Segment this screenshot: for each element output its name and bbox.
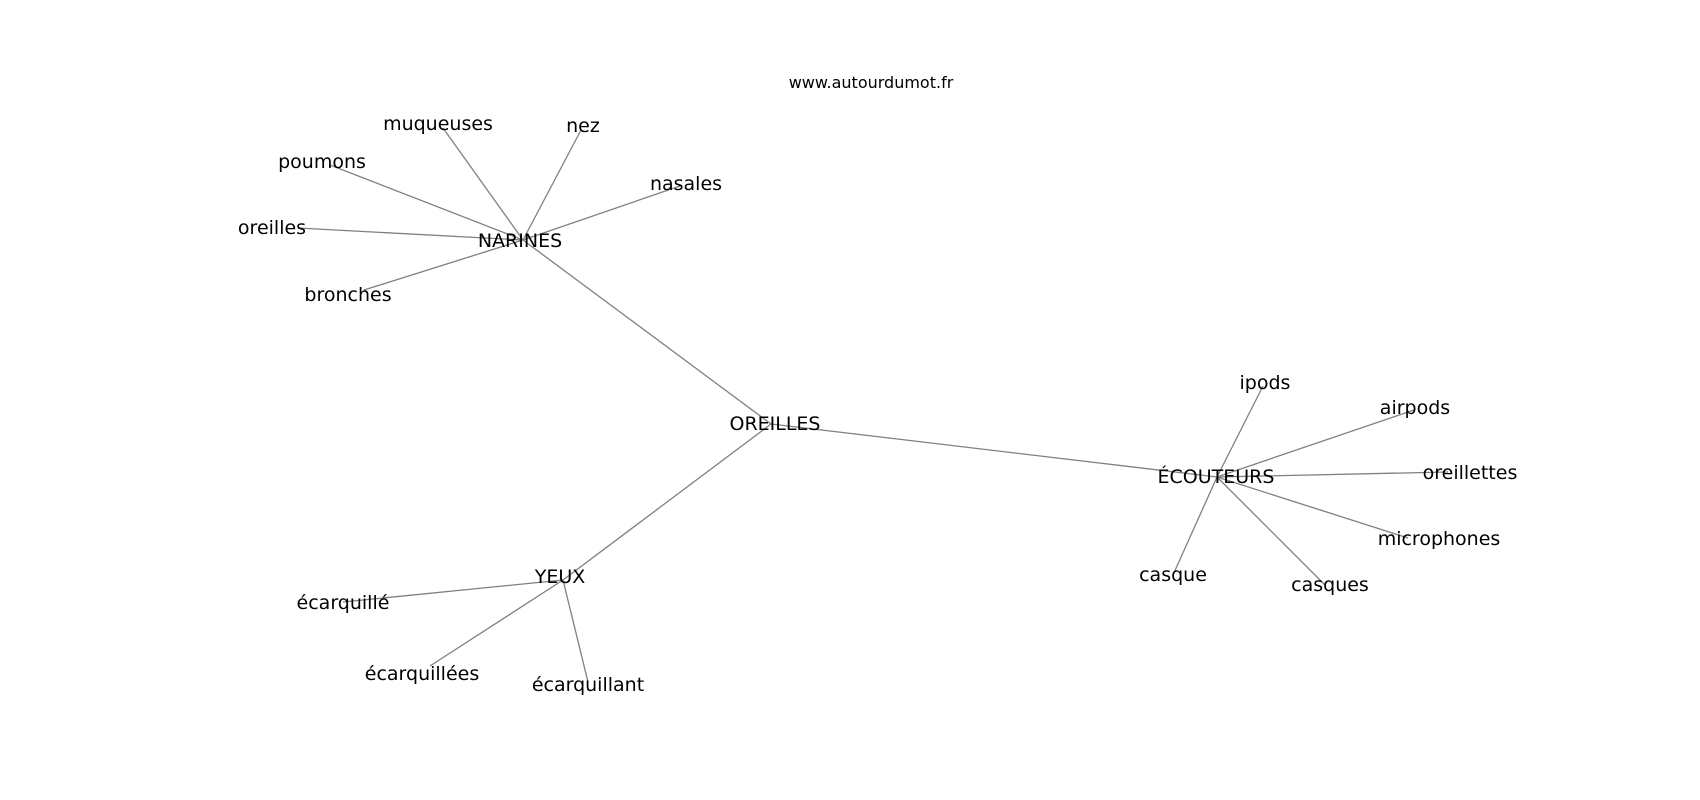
- node-leaf-bronches[interactable]: bronches: [304, 284, 391, 306]
- edge-ecouteurs-oreillettes: [1216, 471, 1449, 478]
- edge-narines-poumons: [329, 164, 524, 241]
- edge-narines-oreilles: [297, 227, 524, 241]
- node-leaf-ecarquillant[interactable]: écarquillant: [532, 674, 644, 696]
- edge-yeux-ecarquillant: [562, 579, 589, 683]
- edge-yeux-ecarquillees: [429, 579, 564, 667]
- edge-ecouteurs-casques: [1216, 476, 1326, 586]
- node-leaf-ecarquillees[interactable]: écarquillées: [365, 663, 479, 685]
- node-leaf-airpods[interactable]: airpods: [1380, 397, 1450, 419]
- node-leaf-casques[interactable]: casques: [1291, 574, 1369, 596]
- node-leaf-ecarquille[interactable]: écarquillé: [297, 592, 390, 614]
- edge-narines-nasales: [522, 185, 681, 241]
- node-hub-narines[interactable]: NARINES: [478, 230, 562, 252]
- node-hub-ecouteurs[interactable]: ÉCOUTEURS: [1158, 465, 1275, 488]
- graph-edges: [297, 127, 1449, 683]
- node-leaf-casque[interactable]: casque: [1139, 564, 1207, 586]
- node-leaf-oreilles[interactable]: oreilles: [238, 217, 306, 239]
- edge-narines-muqueuses: [442, 127, 524, 241]
- node-center-oreilles[interactable]: OREILLES: [729, 413, 820, 435]
- node-leaf-microphones[interactable]: microphones: [1378, 528, 1501, 550]
- edge-center-narines: [522, 239, 772, 425]
- edge-ecouteurs-casque: [1172, 476, 1218, 576]
- node-hub-yeux[interactable]: YEUX: [534, 566, 586, 588]
- edge-center-ecouteurs: [770, 423, 1218, 478]
- site-watermark: www.autourdumot.fr: [789, 73, 954, 92]
- edge-ecouteurs-airpods: [1216, 409, 1415, 478]
- node-leaf-nez[interactable]: nez: [566, 115, 600, 137]
- edge-narines-nez: [522, 129, 582, 241]
- graph-labels: OREILLES NARINES muqueuses nez poumons nasale…: [238, 113, 1517, 696]
- edge-narines-bronches: [363, 239, 524, 291]
- node-leaf-poumons[interactable]: poumons: [278, 151, 366, 173]
- node-leaf-nasales[interactable]: nasales: [650, 173, 722, 195]
- node-leaf-oreillettes[interactable]: oreillettes: [1423, 462, 1518, 484]
- edge-yeux-ecarquille: [342, 579, 564, 603]
- node-leaf-ipods[interactable]: ipods: [1240, 372, 1291, 394]
- node-leaf-muqueuses[interactable]: muqueuses: [383, 113, 493, 135]
- edge-center-yeux: [562, 423, 772, 581]
- edge-ecouteurs-microphones: [1216, 476, 1409, 539]
- edge-ecouteurs-ipods: [1216, 385, 1264, 478]
